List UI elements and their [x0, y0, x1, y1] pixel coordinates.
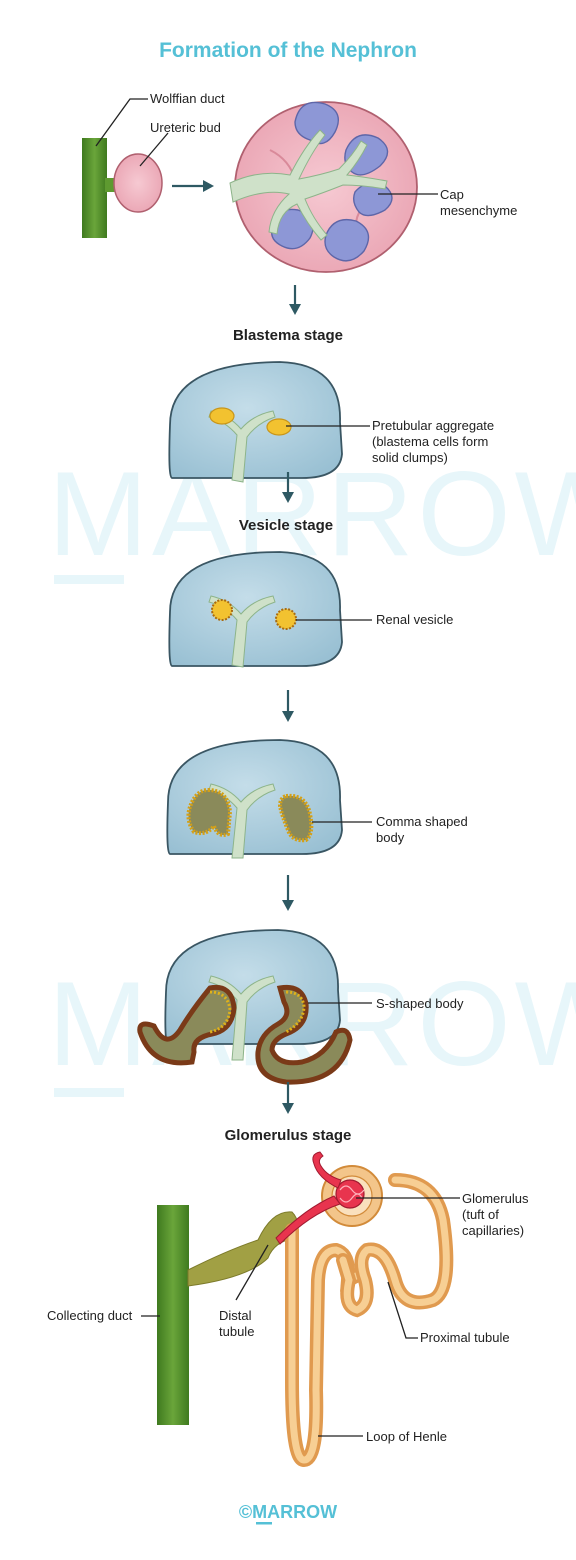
comma-body-label-line1: Comma shaped: [376, 814, 468, 829]
ureteric-bud-leader: [139, 132, 169, 167]
vesicle-stage-heading: Vesicle stage: [239, 517, 333, 534]
proximal-tubule-label: Proximal tubule: [420, 1330, 510, 1345]
renal-vesicle-left: [211, 599, 233, 621]
proximal-tubule-leader: [387, 1281, 418, 1339]
collecting-duct: [157, 1205, 189, 1425]
pretubular-aggregate-right: [266, 418, 292, 436]
s-shaped-body-right: [255, 984, 353, 1085]
s-shaped-body-left: [137, 984, 237, 1066]
glomerulus-label-line3: capillaries): [462, 1223, 524, 1238]
page-title: Formation of the Nephron: [159, 39, 417, 62]
comma-body-left: [186, 787, 233, 837]
branching-ureteric-bud: [229, 129, 388, 241]
pretubular-aggregate-left: [209, 407, 235, 425]
marrow-logo: ©MARROW: [239, 1502, 337, 1522]
renal-vesicle-label: Renal vesicle: [376, 612, 453, 627]
cap-mesenchyme-label-line1: Cap: [440, 187, 464, 202]
glomerulus-label-line2: (tuft of: [462, 1207, 499, 1222]
arrow-down-4: [282, 875, 294, 911]
ureteric-bud-label: Ureteric bud: [150, 120, 221, 135]
comma-body-illustration: [166, 739, 343, 859]
arrow-down-1: [289, 285, 301, 315]
s-shaped-body-left-dots: [209, 990, 232, 1034]
distal-tubule-leader: [235, 1244, 269, 1301]
cap-mesenchyme-label-line2: mesenchyme: [440, 203, 517, 218]
collecting-duct-label: Collecting duct: [47, 1308, 133, 1323]
arrow-down-5: [282, 1082, 294, 1114]
pretubular-label-line1: Pretubular aggregate: [372, 418, 494, 433]
s-shaped-label: S-shaped body: [376, 996, 464, 1011]
blastema-stage-heading: Blastema stage: [233, 327, 343, 344]
distal-tubule-label-line2: tubule: [219, 1324, 254, 1339]
wolffian-duct-leader: [95, 98, 148, 147]
s-shaped-illustration: [137, 929, 353, 1085]
wolffian-duct-label: Wolffian duct: [150, 91, 225, 106]
arrow-down-2: [282, 472, 294, 503]
marrow-logo-underline: [256, 1522, 272, 1525]
pretubular-label-line3: solid clumps): [372, 450, 448, 465]
renal-vesicle-right: [275, 608, 297, 630]
vesicle-illustration: [168, 551, 343, 668]
ureteric-bud-small: [113, 153, 163, 213]
s-shaped-body-right-dots: [285, 990, 306, 1034]
afferent-arteriole: [275, 1195, 341, 1245]
pretubular-label-line2: (blastema cells form: [372, 434, 488, 449]
distal-tubule: [187, 1211, 298, 1287]
metanephric-mass: [229, 101, 418, 273]
distal-tubule-label-line1: Distal: [219, 1308, 252, 1323]
comma-body-label-line2: body: [376, 830, 405, 845]
glomerulus-label-line1: Glomerulus: [462, 1191, 529, 1206]
cap-mesenchyme-blob: [324, 218, 370, 262]
efferent-arteriole: [312, 1151, 342, 1189]
arrow-right: [172, 180, 214, 192]
arrow-down-3: [282, 690, 294, 722]
comma-body-right: [277, 793, 314, 843]
mature-nephron-illustration: [157, 1151, 454, 1468]
loop-of-henle-label: Loop of Henle: [366, 1429, 447, 1444]
watermark-underline-lower: [54, 1088, 124, 1097]
watermark-underline-upper: [54, 575, 124, 584]
cap-mesenchyme-blob: [294, 101, 339, 145]
blastema-illustration: [168, 361, 343, 483]
glomerulus-stage-heading: Glomerulus stage: [225, 1127, 352, 1144]
